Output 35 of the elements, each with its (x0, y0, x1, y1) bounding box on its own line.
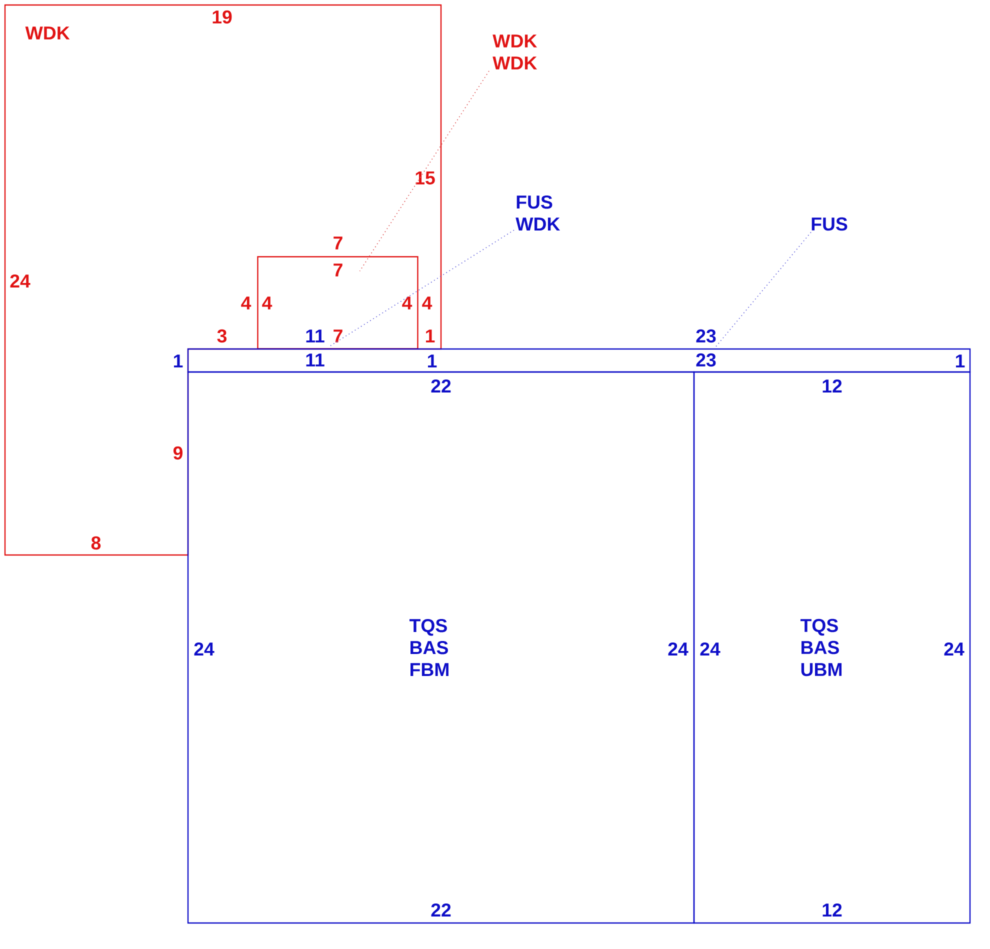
dimension-label: 24 (700, 642, 720, 656)
dimension-label: 23 (696, 353, 716, 367)
dimension-label: 4 (422, 296, 432, 310)
dimension-label: 11 (306, 354, 324, 366)
dimension-label: 12 (822, 903, 842, 917)
leader-line (359, 70, 490, 272)
dimension-label: 24 (10, 274, 30, 288)
dimension-label: 1 (426, 330, 435, 342)
dimension-label: 15 (416, 172, 435, 185)
room-box (187, 348, 971, 373)
dimension-label: 19 (212, 10, 232, 24)
dimension-label: 11 (306, 330, 324, 342)
callout-text: FUS WDK (516, 195, 560, 231)
dimension-label: 24 (944, 642, 964, 656)
dimension-label: 4 (262, 296, 272, 310)
dimension-label: 4 (402, 296, 412, 310)
dimension-label: 4 (241, 296, 252, 310)
dimension-label: 24 (194, 642, 214, 656)
callout-text: FUS (812, 217, 848, 231)
dimension-label: 1 (428, 354, 437, 368)
leader-line (714, 232, 812, 349)
dimension-label: 22 (431, 379, 451, 393)
dimension-label: 22 (431, 903, 451, 917)
dimension-label: 8 (91, 536, 101, 550)
callout-text: WDK WDK (492, 34, 538, 70)
dimension-label: 1 (174, 354, 183, 368)
leader-line (328, 230, 514, 347)
dimension-label: 1 (956, 354, 965, 368)
dimension-label: 23 (696, 329, 716, 343)
dimension-label: 3 (217, 329, 227, 343)
dimension-label: 12 (822, 379, 842, 393)
dimension-label: 7 (334, 264, 342, 276)
dimension-label: 7 (334, 330, 342, 342)
dimension-label: 24 (668, 642, 688, 656)
room-box (257, 256, 418, 350)
